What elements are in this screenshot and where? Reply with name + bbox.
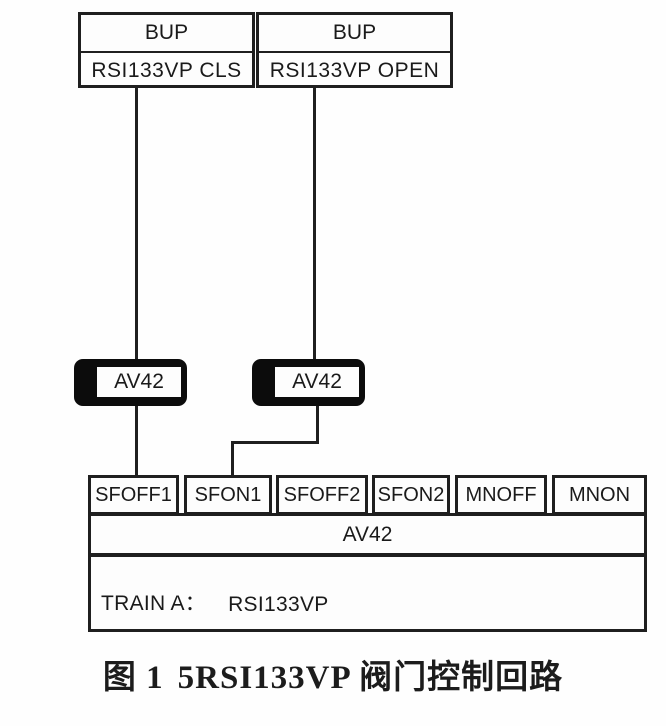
io-cell-mnoff: MNOFF xyxy=(455,475,547,515)
bup-open-title: BUP xyxy=(332,21,377,44)
bup-cls-title: BUP xyxy=(144,21,189,44)
av42-block-right-label: AV42 xyxy=(273,365,361,399)
train-row: TRAIN A： RSI133VP xyxy=(88,554,647,632)
figure-number: 图 1 xyxy=(102,660,164,696)
io-cell-sfoff2: SFOFF2 xyxy=(276,475,368,515)
figure-title: 5RSI133VP 阀门控制回路 xyxy=(177,660,564,696)
wire-av42-left-to-sfoff1 xyxy=(135,406,138,476)
wire-av42-right-across xyxy=(231,441,319,444)
av42-module-row: AV42 xyxy=(88,513,647,556)
bup-cls-signal: RSI133VP CLS xyxy=(81,51,252,88)
wire-av42-right-to-sfon1 xyxy=(231,441,234,476)
bup-open-signal: RSI133VP OPEN xyxy=(259,51,450,88)
bup-open-box: BUP RSI133VP OPEN xyxy=(256,12,453,88)
io-cell-sfon1: SFON1 xyxy=(184,475,272,515)
wire-bup-open-to-av42 xyxy=(313,86,316,359)
wire-bup-cls-to-av42 xyxy=(135,86,138,359)
av42-block-right: AV42 xyxy=(252,359,365,406)
bup-cls-box: BUP RSI133VP CLS xyxy=(78,12,255,88)
train-value: RSI133VP xyxy=(228,593,329,616)
io-cell-sfoff1: SFOFF1 xyxy=(88,475,179,515)
figure-caption: 图 1 5RSI133VP 阀门控制回路 xyxy=(0,650,666,698)
wire-av42-right-down xyxy=(316,406,319,443)
av42-module-label: AV42 xyxy=(342,522,393,546)
io-cell-sfon2: SFON2 xyxy=(372,475,450,515)
train-label: TRAIN A： xyxy=(101,592,207,615)
av42-block-left-label: AV42 xyxy=(95,365,183,399)
av42-block-left: AV42 xyxy=(74,359,187,406)
io-cell-mnon: MNON xyxy=(552,475,647,515)
